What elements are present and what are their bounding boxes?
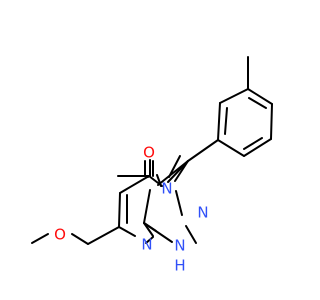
triazole-bond (185, 225, 197, 244)
atom-labels: O N N N N H O (54, 144, 209, 275)
tolyl-bond (247, 88, 273, 105)
tolyl-bond (217, 139, 245, 157)
pyrimidine-nitrogen-label: N (141, 236, 152, 254)
triazole-nitrogen-label: N (197, 204, 208, 222)
methoxy-oxygen-label: O (54, 226, 66, 244)
tolyl-bond (270, 103, 273, 140)
ring-bond (118, 192, 121, 228)
triazole-bond (167, 160, 189, 183)
bonds (31, 56, 273, 245)
triazole-hydrogen-label: H (174, 257, 185, 275)
ring-bond (119, 175, 150, 194)
tolyl-bond (217, 102, 221, 141)
tolyl-bond (243, 138, 272, 157)
tolyl-double-bond (243, 137, 263, 150)
molecule-structure: O N N N N H O (31, 56, 273, 275)
triazole-nh-nitrogen-label: N (174, 237, 185, 255)
ring-bond (143, 222, 157, 232)
carbonyl-oxygen-label: O (143, 144, 155, 162)
side-chain-bond (71, 233, 89, 245)
side-chain-bond (31, 233, 49, 244)
ring-bond (148, 175, 163, 187)
side-chain-bond (87, 226, 120, 245)
tolyl-double-bond (224, 107, 228, 135)
tolyl-bond (219, 88, 249, 104)
molecule-canvas: O N N N N H O (31, 56, 273, 275)
triazole-bond (175, 190, 183, 216)
ring-bond (145, 236, 154, 244)
aryl-link-bond (187, 139, 219, 162)
triazole-bond (143, 189, 151, 224)
tolyl-double-bond (248, 97, 267, 109)
ring-bond (118, 226, 136, 237)
fused-nitrogen-label: N (161, 180, 172, 198)
